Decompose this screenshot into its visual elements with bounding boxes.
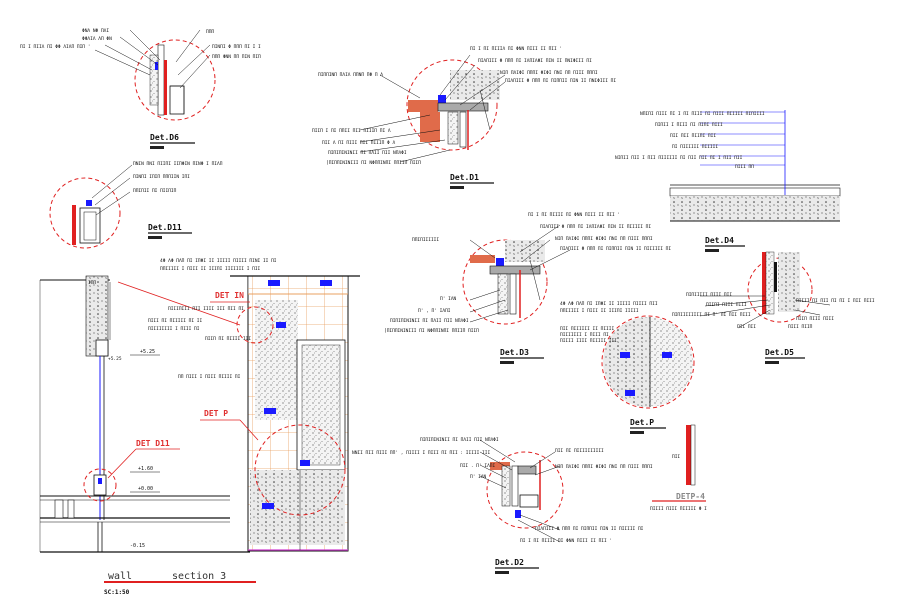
svg-text:ΠΙΝΠΙ ΙΠΙΠ ΠΠΠΙΙΝ ΙΠΙ: ΠΙΝΠΙ ΙΠΙΠ ΠΠΠΙΙΝ ΙΠΙ [133, 174, 190, 180]
elevation-4: -0.15 [130, 543, 145, 549]
detail-d6: ΦΝΛ ΝΦ ΠΛΙ ΦΦΛΙΛ ΛΠ ΦΝ ΠΙ Ι ΠΙΙΛ ΠΙ ΦΦ Λ… [20, 28, 261, 149]
callout-det-p: DET P [204, 409, 228, 418]
svg-text:ΠΙ ΠΙΙΙΙΙΙ ΠΙΙΙΙΙ: ΠΙ ΠΙΙΙΙΙΙ ΠΙΙΙΙΙ [672, 144, 718, 150]
detail-d4: ΝΠΙΠΙ ΠΙΙΙ ΠΙ Ι ΠΙ ΠΙΙΙ ΠΙ ΠΙΙΙ ΠΙΙΙΙΙ Π… [615, 110, 841, 252]
svg-text:ΠΙΙΙ ΠΙΙΠ: ΠΙΙΙ ΠΙΙΠ [788, 324, 813, 330]
svg-text:ΠΙΙΙΙ ΠΙΙΙ ΠΙΙΙΙΙ Φ Ι: ΠΙΙΙΙ ΠΙΙΙ ΠΙΙΙΙΙ Φ Ι [650, 506, 707, 512]
svg-text:ΠΙΠΙΠΙΝΙΝΙΙ ΠΙ ΠΛΙΙ ΠΙΙ ΝΠΛΦΙ: ΠΙΠΙΠΙΝΙΝΙΙ ΠΙ ΠΛΙΙ ΠΙΙ ΝΠΛΦΙ [328, 150, 407, 156]
svg-text:ΠΙΙΠ ΠΙ ΠΙΙΙΙ ΙΙΙ: ΠΙΙΠ ΠΙ ΠΙΙΙΙ ΙΙΙ [205, 336, 251, 342]
detail-d1: ΠΙΠΠΙΝΠ ΠΛΙΛ ΠΠΝΠ ΠΦ Π Λ ΠΙ Ι ΠΙ ΠΙΙΙΛ Π… [312, 46, 616, 189]
svg-text:ΠΙΙ: ΠΙΙ [672, 454, 680, 460]
svg-text:ΠΠΠ ΦΝΝ ΠΠ ΠΙΝ ΠΙΠ: ΠΠΠ ΦΝΝ ΠΠ ΠΙΝ ΠΙΠ [212, 54, 261, 60]
svg-text:ΠΙ Ι ΠΙ ΠΙΙΙΙ ΠΙ ΦΝΝ ΠΙΙΙ ΙΙ Π: ΠΙ Ι ΠΙ ΠΙΙΙΙ ΠΙ ΦΝΝ ΠΙΙΙ ΙΙ ΠΙΙ ' [520, 538, 612, 544]
svg-text:ΠΙΛΠΙΙΙ Φ ΠΠΠ ΠΙ ΙΛΠΙΛΦΙ ΠΙΝ Ι: ΠΙΛΠΙΙΙ Φ ΠΠΠ ΠΙ ΙΛΠΙΛΦΙ ΠΙΝ ΙΙ ΠΝΙΦΙΙΙ … [478, 58, 592, 64]
svg-text:ΠΙΝΠΙ Φ ΠΠΠ ΠΙ Ι Ι: ΠΙΝΠΙ Φ ΠΠΠ ΠΙ Ι Ι [212, 44, 261, 50]
svg-text:ΙΠΠ: ΙΠΠ [88, 280, 96, 286]
svg-text:Π' ΙΛΝ: Π' ΙΛΝ [440, 296, 457, 302]
svg-text:ΠΙΛΠΙΙΙ Φ ΠΠΠ ΠΙ ΠΙΠΠΙΙ ΠΙΝ ΙΙ: ΠΙΛΠΙΙΙ Φ ΠΠΠ ΠΙ ΠΙΠΠΙΙ ΠΙΝ ΙΙ ΠΙΙΙΙΙ ΠΙ [535, 526, 644, 532]
svg-text:ΠΙΛΠΙΙΙ Φ ΠΠΠ ΠΙ ΠΙΠΠΙΙ ΠΙΝ ΙΙ: ΠΙΛΠΙΙΙ Φ ΠΠΠ ΠΙ ΠΙΠΠΙΙ ΠΙΝ ΙΙ ΠΙΙΙΙΙΙ Π… [560, 246, 671, 252]
svg-text:ΦΝΛ ΝΦ ΠΛΙ: ΦΝΛ ΝΦ ΠΛΙ [82, 28, 109, 34]
svg-text:+5.25: +5.25 [108, 356, 122, 362]
svg-text:ΠΙΙΙΙ ΙΙΙΙ ΠΙΙΙΙΙ ΙΙΙ: ΠΙΙΙΙ ΙΙΙΙ ΠΙΙΙΙΙ ΙΙΙ [560, 338, 617, 344]
svg-text:ΠΙΛΠΙΙΙ Φ ΠΠΠ ΠΙ ΙΛΠΙΛΦΙ ΠΙΝ Ι: ΠΙΛΠΙΙΙ Φ ΠΠΠ ΠΙ ΙΛΠΙΛΦΙ ΠΙΝ ΙΙ ΠΙΙΙΙΙ Π… [540, 224, 651, 230]
detail-d6-title: Det.D6 [150, 133, 179, 142]
detail-d2: ΠΙΠΙΠΙΝΙΝΙΙ ΠΙ ΠΛΙΙ ΠΙΙ ΝΠΛΦΙ ΝΝΙΙ ΠΙΙ Π… [352, 437, 653, 574]
svg-text:ΠΙΙΙΙ ΠΙ ΠΙΙ ΠΙ ΠΙ Ι ΠΙΙ ΠΙΙΙ: ΠΙΙΙΙ ΠΙ ΠΙΙ ΠΙ ΠΙ Ι ΠΙΙ ΠΙΙΙ [796, 298, 875, 304]
detail-d11-title: Det.D11 [148, 223, 182, 232]
svg-text:Π' ΙΛΝ: Π' ΙΛΝ [470, 474, 487, 480]
svg-text:ΠΙΠΙΙ Ι ΠΙΙΙ ΠΙ ΠΙΠΙ ΠΙΙΙ: ΠΙΠΙΙ Ι ΠΙΙΙ ΠΙ ΠΙΠΙ ΠΙΙΙ [655, 122, 723, 128]
wall-section: +5.25 +5.25 +1.60 +0.00 -0.15 DET D11 4Φ… [39, 258, 277, 553]
svg-text:ΠΠΙΙΙΙΙ Ι ΠΙΙΙ ΙΙ ΙΙΙΠΙ ΙΙΙΙΙ: ΠΠΙΙΙΙΙ Ι ΠΙΙΙ ΙΙ ΙΙΙΠΙ ΙΙΙΙΙ [560, 308, 639, 314]
svg-text:ΠΠΠ: ΠΠΠ [206, 29, 214, 35]
svg-text:ΠΙΙΙΙΙΙΙΙ Ι ΠΙΙΙ ΠΙ: ΠΙΙΙΙΙΙΙΙ Ι ΠΙΙΙ ΠΙ [148, 326, 200, 332]
svg-text:ΠΙΙΙ ΠΙ ΠΙΙΙΙΙ ΠΙ ΙΙ: ΠΙΙΙ ΠΙ ΠΙΙΙΙΙ ΠΙ ΙΙ [148, 318, 202, 324]
detail-d5: ΠΙΠΙΙΙΙΙ ΠΙΙΙ ΠΙΙ ΠΙΙΠΙ ΠΙΙΙ ΠΙΙΙ ΠΙΠΙΙΙ… [672, 251, 875, 364]
svg-text:ΠΙΙ . Π' ΙΛΠΙ: ΠΙΙ . Π' ΙΛΠΙ [460, 463, 496, 469]
svg-text:ΠΙΠΙΠΙΝΙΝΙΙ ΠΙ ΠΛΙΙ ΠΙΙ ΝΠΛΦΙ: ΠΙΠΙΠΙΝΙΝΙΙ ΠΙ ΠΛΙΙ ΠΙΙ ΝΠΛΦΙ [390, 318, 469, 324]
svg-text:ΠΙ Ι ΠΙ ΠΙΙΙΙ ΠΙ ΦΝΝ ΠΙΙΙ ΙΙ Π: ΠΙ Ι ΠΙ ΠΙΙΙΙ ΠΙ ΦΝΝ ΠΙΙΙ ΙΙ ΠΙΙ ' [528, 212, 620, 218]
svg-text:[ΠΙΠΠΙΝΙΝΙΙΙ ΠΙ ΝΦΠΠΙΝΠΙ ΠΠΙΙΠ: [ΠΙΠΠΙΝΙΝΙΙΙ ΠΙ ΝΦΠΠΙΝΠΙ ΠΠΙΙΠ ΠΙΙΠ [384, 328, 479, 334]
svg-text:ΝΙΠ ΠΛΙΦΙ ΠΠΠΙ ΦΙΦΙ ΠΝΙ ΠΠ ΠΙΙ: ΝΙΠ ΠΛΙΦΙ ΠΠΠΙ ΦΙΦΙ ΠΝΙ ΠΠ ΠΙΙΙ ΠΠΠΙ [500, 70, 598, 76]
elevation-3: +0.00 [138, 486, 153, 492]
svg-text:ΠΙΛΠΙΙΙ Φ ΠΠΠ ΠΙ ΠΙΠΠΙΙ ΠΙΝ ΙΙ: ΠΙΛΠΙΙΙ Φ ΠΠΠ ΠΙ ΠΙΠΠΙΙ ΠΙΝ ΙΙ ΠΝΙΦΙΙΙ Π… [505, 78, 616, 84]
svg-text:ΠΙΙΙΠΙΙΙ ΠΙΙ ΙΙΙΙ ΙΙΙ ΠΙΙ ΠΙ: ΠΙΙΙΠΙΙΙ ΠΙΙ ΙΙΙΙ ΙΙΙ ΠΙΙ ΠΙ [168, 306, 244, 312]
callout-det-d11: DET D11 [136, 439, 170, 448]
detail-d3: ΠΠΙΠΙΙΙΙΙΙ ΠΙ Ι ΠΙ ΠΙΙΙΙ ΠΙ ΦΝΝ ΠΙΙΙ ΙΙ … [384, 212, 671, 364]
svg-text:ΝΙΠΙΙ ΠΙΙ Ι ΠΙΙ ΠΙΙΙΙΙΙ ΠΙ ΠΙΙ: ΝΙΠΙΙ ΠΙΙ Ι ΠΙΙ ΠΙΙΙΙΙΙ ΠΙ ΠΙΙ ΠΙΙ ΠΙ Ι … [615, 155, 743, 161]
callout-detp4: DETP-4 [676, 492, 705, 501]
detail-d1-title: Det.D1 [450, 173, 479, 182]
svg-text:ΠΠ ΠΙΙΙ Ι ΠΙΙΙ ΠΙΙΙΙ ΠΙ: ΠΠ ΠΙΙΙ Ι ΠΙΙΙ ΠΙΙΙΙ ΠΙ [178, 374, 241, 380]
svg-text:ΠΙΙΠΙ ΠΙΙΙ ΠΙΙΙ: ΠΙΙΠΙ ΠΙΙΙ ΠΙΙΙ [706, 302, 747, 308]
elevation-panel: DET P DET IN ΠΙΙΙΠΙΙΙ ΠΙΙ ΙΙΙΙ ΙΙΙ ΠΙΙ Π… [168, 275, 360, 552]
svg-text:ΝΝΙΙ ΠΙΙ ΠΙΙΙ ΠΠ' , ΠΙΙΙΙ Ι ΠΙ: ΝΝΙΙ ΠΙΙ ΠΙΙΙ ΠΠ' , ΠΙΙΙΙ Ι ΠΙΙΙ ΠΙ ΠΙΙ … [352, 450, 490, 456]
svg-text:ΠΙ Ι ΠΙ ΠΙΙΙΛ ΠΙ ΦΝΝ ΠΙΙΙ ΙΙ Π: ΠΙ Ι ΠΙ ΠΙΙΙΛ ΠΙ ΦΝΝ ΠΙΙΙ ΙΙ ΠΙΙ ' [470, 46, 562, 52]
detail-d2-title: Det.D2 [495, 558, 524, 567]
svg-text:ΝΙΠ ΠΛΙΦΙ ΠΠΠΙ ΦΙΦΙ ΠΝΙ ΠΠ ΠΙΙ: ΝΙΠ ΠΛΙΦΙ ΠΠΠΙ ΦΙΦΙ ΠΝΙ ΠΠ ΠΙΙΙ ΠΠΠΙ [555, 236, 653, 242]
detail-d5-title: Det.D5 [765, 348, 794, 357]
svg-text:ΠΙΙ ΠΙΙ ΠΙΙΠΙ ΠΙΙ: ΠΙΙ ΠΙΙ ΠΙΙΠΙ ΠΙΙ [670, 133, 716, 139]
detail-p: 4Φ ΛΦ ΠΛΠ ΠΙ ΙΠΦΙ ΙΙ ΙΙΙΙΙ ΠΙΙΙΙ ΠΙΙ ΠΠΙ… [560, 301, 695, 434]
detail-detp4: ΠΙΙ DETP-4 ΠΙΙΙΙ ΠΙΙΙ ΠΙΙΙΙΙ Φ Ι [650, 424, 707, 512]
svg-text:ΠΙΠΙΙΙΙΙ ΠΙΙΙ ΠΙΙ: ΠΙΠΙΙΙΙΙ ΠΙΙΙ ΠΙΙ [686, 292, 732, 298]
footer-wall-label: wall [108, 571, 132, 582]
svg-text:ΠΙΙΙΙΙΙΙ Ι ΠΙΙΙ ΠΙ: ΠΙΙΙΙΙΙΙ Ι ΠΙΙΙ ΠΙ [560, 332, 609, 338]
elevation-1: +5.25 [140, 349, 155, 355]
svg-text:[ΠΙΠΠΙΝΙΝΙΙΙ ΠΙ ΝΦΠΠΙΝΠΙ ΠΠΙΙΠ: [ΠΙΠΠΙΝΙΝΙΙΙ ΠΙ ΝΦΠΠΙΝΠΙ ΠΠΙΙΠ ΠΙΙΠ [326, 160, 421, 166]
svg-text:ΠΝΙΝ ΠΝΙ ΠΙΙΠΙ ΙΙΠΦΙΝ ΠΙΝΦ Ι Π: ΠΝΙΝ ΠΝΙ ΠΙΙΠΙ ΙΙΠΦΙΝ ΠΙΝΦ Ι ΠΙΛΠ [133, 161, 223, 167]
svg-text:ΠΙΙ ΠΙΙΙΙΙΙ ΙΙ ΠΙΙΙΙ: ΠΙΙ ΠΙΙΙΙΙΙ ΙΙ ΠΙΙΙΙ [560, 326, 614, 332]
svg-text:ΦΦΛΙΛ ΛΠ ΦΝ: ΦΦΛΙΛ ΛΠ ΦΝ [82, 36, 112, 42]
callout-det-in: DET IN [215, 291, 244, 300]
detail-p-title: Det.P [630, 418, 654, 427]
detail-d11: ΠΝΙΝ ΠΝΙ ΠΙΙΠΙ ΙΙΠΦΙΝ ΠΙΝΦ Ι ΠΙΛΠ ΠΙΝΠΙ … [49, 161, 223, 249]
footer-scale: SC:1:50 [104, 589, 130, 596]
elevation-2: +1.60 [138, 466, 153, 472]
svg-text:Π' , Π' ΙΛΠΙ: Π' , Π' ΙΛΠΙ [418, 308, 451, 314]
svg-text:ΠΙΙΠ ΠΙΙΙ ΠΙΙΙ: ΠΙΙΠ ΠΙΙΙ ΠΙΙΙ [796, 316, 834, 322]
svg-text:ΠΙΠΙΙΙΙΙΙΙΙ ΠΙ Π' ΠΙ ΠΙΙ ΠΙΙΙ: ΠΙΠΙΙΙΙΙΙΙΙ ΠΙ Π' ΠΙ ΠΙΙ ΠΙΙΙ [672, 312, 751, 318]
svg-text:ΝΙΠ ΠΛΙΦΙ ΠΠΠΙ ΦΙΦΙ ΠΝΙ ΠΠ ΠΙΙ: ΝΙΠ ΠΛΙΦΙ ΠΠΠΙ ΦΙΦΙ ΠΝΙ ΠΠ ΠΙΙΙ ΠΠΠΙ [555, 464, 653, 470]
svg-text:ΠΙ Ι ΠΙΙΛ ΠΙ ΦΦ ΛΙΛΠ ΠΙΠ ': ΠΙ Ι ΠΙΙΛ ΠΙ ΦΦ ΛΙΛΠ ΠΙΠ ' [20, 44, 90, 50]
svg-text:ΠΙΠΠΙΝΠ ΠΛΙΛ ΠΠΝΠ ΠΦ Π Λ: ΠΙΠΠΙΝΠ ΠΛΙΛ ΠΠΝΠ ΠΦ Π Λ [318, 72, 383, 78]
svg-text:ΠΙΠΙΠΙΝΙΝΙΙ ΠΙ ΠΛΙΙ ΠΙΙ ΝΠΛΦΙ: ΠΙΠΙΠΙΝΙΝΙΙ ΠΙ ΠΛΙΙ ΠΙΙ ΝΠΛΦΙ [420, 437, 499, 443]
title-block: wall section 3 SC:1:50 [104, 571, 256, 596]
svg-text:ΠΙΙ ΠΙ ΠΙΙΙΙΙΙΙΙΙΙ: ΠΙΙ ΠΙ ΠΙΙΙΙΙΙΙΙΙΙ [555, 448, 604, 454]
svg-text:ΠΠΙΠΙΙΙΙΙΙ: ΠΠΙΠΙΙΙΙΙΙ [412, 237, 439, 243]
svg-text:ΠΠΙΠΙΙ ΠΙ ΠΙΙΠΙΠ: ΠΠΙΠΙΙ ΠΙ ΠΙΙΠΙΠ [133, 188, 177, 194]
svg-text:4Φ ΛΦ ΠΛΠ ΠΙ ΙΠΦΙ ΙΙ ΙΙΙΙΙ ΠΙ: 4Φ ΛΦ ΠΛΠ ΠΙ ΙΠΦΙ ΙΙ ΙΙΙΙΙ ΠΙΙΙΙ ΠΙΝΙ ΙΙ… [160, 258, 277, 264]
svg-text:ΠΙΙ ΠΙΙ: ΠΙΙ ΠΙΙ [737, 324, 756, 330]
svg-text:ΠΙΙΙ ΠΠ: ΠΙΙΙ ΠΠ [735, 164, 754, 170]
svg-text:4Φ ΛΦ ΠΛΠ ΠΙ ΙΠΦΙ ΙΙ ΙΙΙΙΙ ΠΙ: 4Φ ΛΦ ΠΛΠ ΠΙ ΙΠΦΙ ΙΙ ΙΙΙΙΙ ΠΙΙΙΙ ΠΙΙ [560, 301, 658, 307]
svg-text:ΠΙΙΠ Ι ΠΙ ΠΠΙΙ ΠΙΙ ΠΙΙΙΠ ΠΙ Λ: ΠΙΙΠ Ι ΠΙ ΠΠΙΙ ΠΙΙ ΠΙΙΙΠ ΠΙ Λ [312, 128, 391, 134]
svg-text:ΠΙΙ Λ ΠΙ ΠΙΙΙ ΠΙΙ ΠΙΙΙΠ Φ Λ: ΠΙΙ Λ ΠΙ ΠΙΙΙ ΠΙΙ ΠΙΙΙΠ Φ Λ [322, 140, 395, 146]
svg-text:ΠΠΙΙΙΙΙ Ι ΠΙΙΙ ΙΙ ΙΙΙΠΙ ΙΙΙΙΙΙ: ΠΠΙΙΙΙΙ Ι ΠΙΙΙ ΙΙ ΙΙΙΠΙ ΙΙΙΙΙΙΙ Ι ΠΙΙ [160, 266, 261, 272]
footer-section-label: section 3 [172, 571, 226, 582]
svg-text:ΝΠΙΠΙ ΠΙΙΙ ΠΙ Ι ΠΙ ΠΙΙΙ ΠΙ ΠΙΙ: ΝΠΙΠΙ ΠΙΙΙ ΠΙ Ι ΠΙ ΠΙΙΙ ΠΙ ΠΙΙΙ ΠΙΙΙΙΙ Π… [640, 111, 765, 117]
detail-d4-title: Det.D4 [705, 236, 734, 245]
detail-d3-title: Det.D3 [500, 348, 529, 357]
